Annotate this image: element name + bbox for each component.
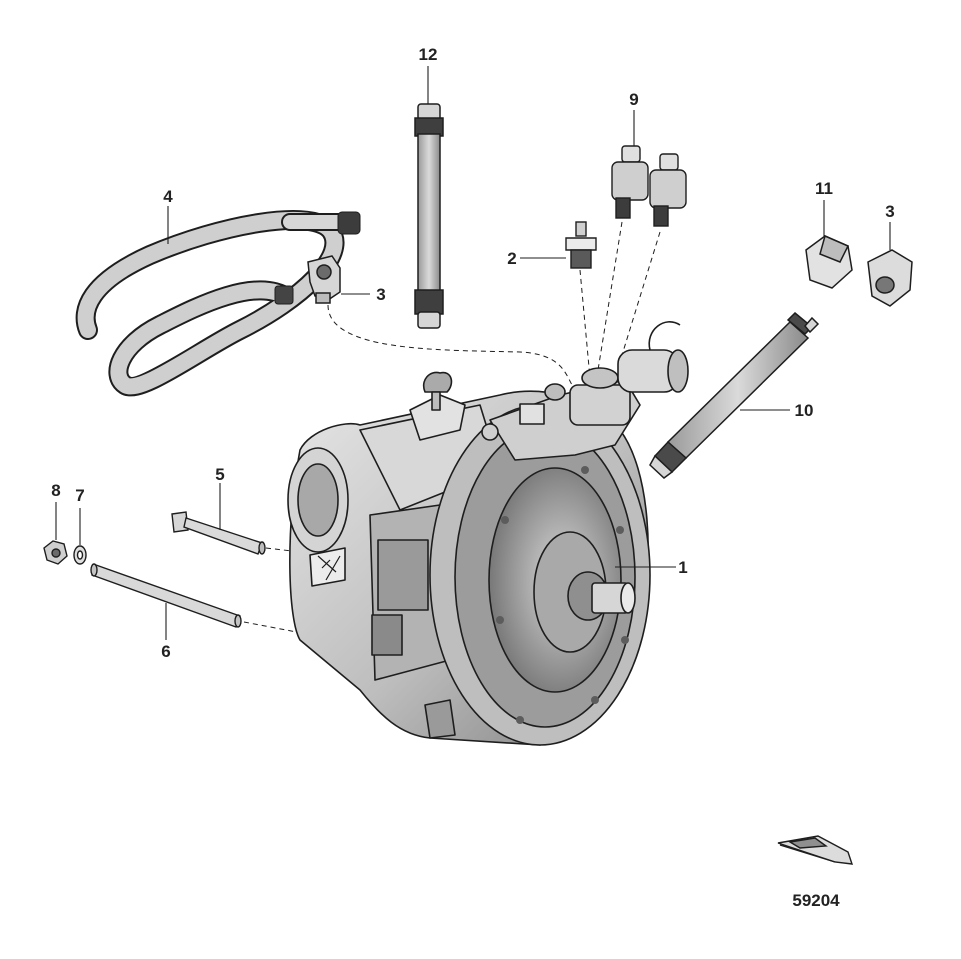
callout-labels: 12 9 2 3 4 11 3 10 1 5 6 8 7 bbox=[51, 45, 894, 661]
callout-5: 5 bbox=[215, 465, 224, 484]
callout-3-right: 3 bbox=[885, 202, 894, 221]
boat-icon bbox=[777, 835, 854, 865]
sender-switch bbox=[565, 221, 597, 269]
pressure-switch-2 bbox=[649, 153, 687, 227]
leader-lines bbox=[55, 66, 891, 640]
pressure-switch-1 bbox=[611, 145, 649, 219]
elbow-fitting-left bbox=[307, 255, 341, 304]
callout-4: 4 bbox=[163, 187, 173, 206]
callout-2: 2 bbox=[507, 249, 516, 268]
fitting-11 bbox=[805, 234, 853, 289]
callout-6: 6 bbox=[161, 642, 170, 661]
callout-3-left: 3 bbox=[376, 285, 385, 304]
callout-1: 1 bbox=[678, 558, 687, 577]
hose-straight-diagonal bbox=[649, 311, 820, 479]
hose-straight-vertical bbox=[414, 103, 444, 329]
stud-long bbox=[90, 563, 242, 628]
callout-8: 8 bbox=[51, 481, 60, 500]
callout-7: 7 bbox=[75, 486, 84, 505]
callout-11: 11 bbox=[815, 179, 833, 198]
hose-curved bbox=[75, 210, 361, 397]
elbow-fitting-right bbox=[867, 249, 913, 307]
transmission-assembly bbox=[287, 321, 689, 746]
callout-12: 12 bbox=[419, 45, 438, 64]
figure-number: 59204 bbox=[792, 891, 840, 910]
stud-short bbox=[171, 511, 266, 555]
nut bbox=[43, 540, 68, 565]
callout-10: 10 bbox=[795, 401, 814, 420]
washer bbox=[73, 545, 87, 565]
callout-9: 9 bbox=[629, 90, 638, 109]
